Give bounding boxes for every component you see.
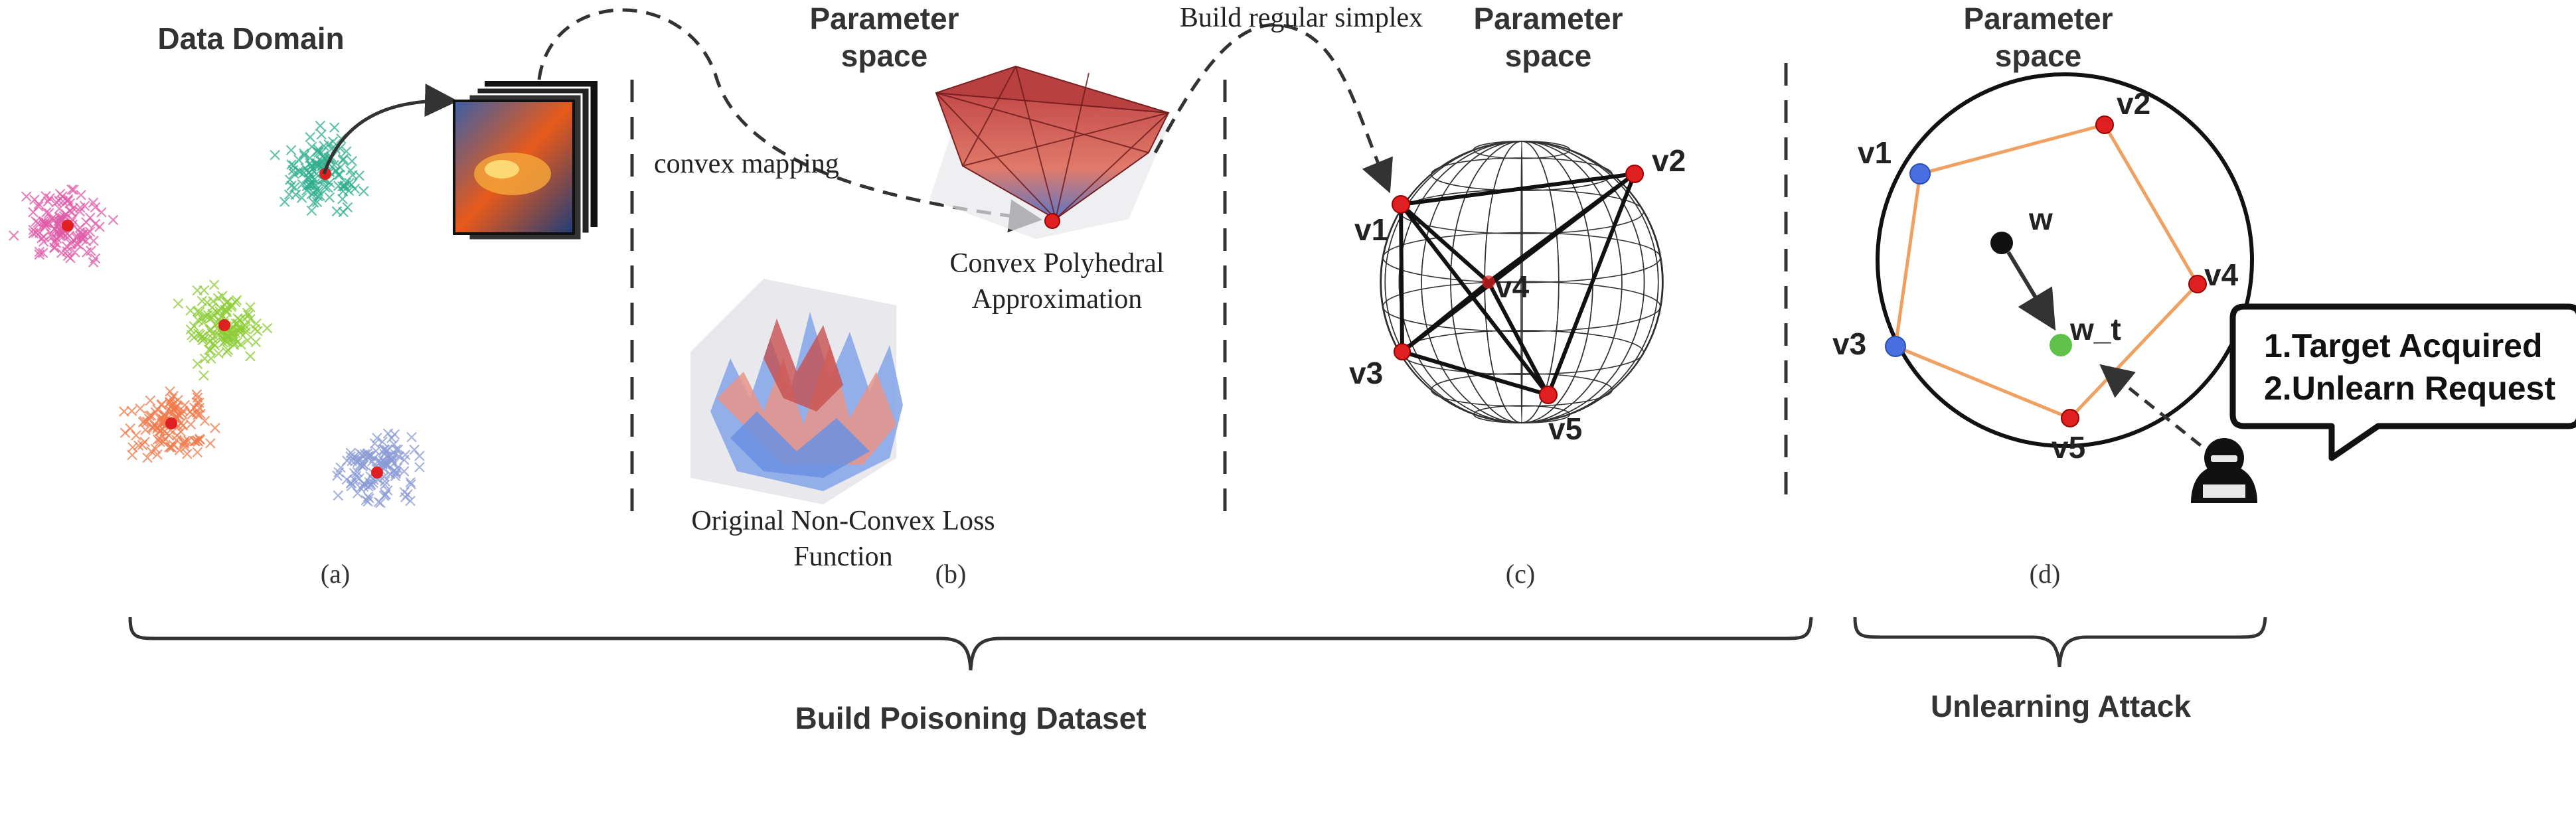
panel-c-label: (c) xyxy=(1506,559,1535,589)
panel-d-title-line1: Parameter xyxy=(1963,1,2113,36)
scatter-clusters xyxy=(9,120,425,508)
bubble-line2: 2.Unlearn Request xyxy=(2264,370,2555,407)
c-label-v2: v2 xyxy=(1652,143,1686,178)
c-vertex-v2 xyxy=(1625,165,1644,183)
wt-label: w_t xyxy=(2069,312,2121,346)
cluster-center-orange xyxy=(165,417,177,429)
panel-c: Parameter space v1 v2 v3 v4 v5 (c) xyxy=(1349,1,1686,589)
nonconvex-label-line2: Function xyxy=(793,542,892,572)
sphere-latitude xyxy=(1382,281,1661,333)
d-label-v4: v4 xyxy=(2204,258,2239,292)
panel-d: Parameter space v1 v2 v3 v4 v5 w w_t xyxy=(1832,1,2576,589)
w-point xyxy=(1990,232,2013,254)
build-simplex-label: Build regular simplex xyxy=(1180,3,1423,33)
simplex-edges xyxy=(1399,172,1637,397)
convex-label-line2: Approximation xyxy=(972,284,1143,315)
attacker-dashed-arrow xyxy=(2099,364,2217,459)
d-label-v5: v5 xyxy=(2052,430,2085,465)
w-label: w xyxy=(2028,202,2053,236)
c-vertex-v4 xyxy=(1482,275,1495,289)
sphere-longitude xyxy=(1384,141,1659,423)
c-vertex-v1 xyxy=(1392,195,1410,214)
cluster-teal xyxy=(270,120,369,218)
d-label-v1: v1 xyxy=(1858,135,1892,170)
d-label-v3: v3 xyxy=(1832,327,1866,361)
left-brace xyxy=(128,617,1813,671)
fish-highlight-shape xyxy=(485,160,519,179)
mapping-dashed-arrow xyxy=(537,8,1042,233)
cluster-to-images-arrow xyxy=(322,84,458,175)
simplex-dashed-arrow xyxy=(1153,23,1393,194)
sphere-latitude xyxy=(1382,232,1661,283)
w-to-wt-arrow xyxy=(2006,251,2056,331)
minimum-point xyxy=(1044,213,1060,229)
hacker-icon xyxy=(2191,438,2257,503)
nonconvex-label-line1: Original Non-Convex Loss xyxy=(691,506,995,536)
convex-polyhedral-bowl xyxy=(929,65,1170,239)
cluster-pink xyxy=(9,184,119,267)
panel-b-label: (b) xyxy=(935,559,967,589)
c-label-v3: v3 xyxy=(1349,356,1383,390)
panel-c-title-line2: space xyxy=(1505,38,1591,73)
panel-b-title-line1: Parameter xyxy=(809,1,959,36)
data-domain-title: Data Domain xyxy=(157,21,344,56)
panel-d-title-line2: space xyxy=(1995,38,2081,73)
build-poisoning-label: Build Poisoning Dataset xyxy=(795,701,1146,735)
speech-bubble: 1.Target Acquired 2.Unlearn Request xyxy=(2229,303,2576,461)
cluster-center-green xyxy=(218,319,230,331)
d-label-v2: v2 xyxy=(2117,86,2150,121)
right-brace xyxy=(1853,617,2267,668)
wt-point xyxy=(2050,334,2072,356)
cluster-green xyxy=(173,279,273,381)
d-vertex-v5 xyxy=(2061,409,2079,427)
bubble-line1: 1.Target Acquired xyxy=(2264,327,2543,364)
c-label-v5: v5 xyxy=(1548,411,1582,446)
panel-d-label: (d) xyxy=(2030,559,2061,589)
panel-c-title-line1: Parameter xyxy=(1473,1,1623,36)
c-label-v4: v4 xyxy=(1495,269,1530,304)
parameter-circle xyxy=(1876,72,2254,448)
convex-mapping-label: convex mapping xyxy=(654,149,839,179)
c-vertex-v5 xyxy=(1539,386,1558,404)
unlearning-attack-label: Unlearning Attack xyxy=(1931,689,2191,723)
cluster-center-pink xyxy=(62,220,74,232)
simplex-polygon xyxy=(1893,123,2200,420)
d-vertex-v1 xyxy=(1909,163,1931,185)
panel-b: Parameter space convex mapping Convex Po… xyxy=(654,1,1170,589)
cluster-center-blue xyxy=(371,467,383,479)
d-vertex-v4 xyxy=(2188,275,2207,293)
cluster-blue xyxy=(332,428,425,508)
nonconvex-loss-surface xyxy=(690,279,903,504)
d-vertex-v2 xyxy=(2095,115,2114,134)
image-stack xyxy=(453,81,598,242)
d-vertex-v3 xyxy=(1885,336,1906,357)
panel-a: Data Domain (a) xyxy=(9,21,598,589)
convex-label-line1: Convex Polyhedral xyxy=(949,248,1164,279)
c-vertex-v3 xyxy=(1394,343,1411,360)
panel-b-title-line2: space xyxy=(841,38,927,73)
panel-a-label: (a) xyxy=(321,559,350,589)
cluster-orange xyxy=(119,386,220,463)
c-label-v1: v1 xyxy=(1354,212,1388,247)
